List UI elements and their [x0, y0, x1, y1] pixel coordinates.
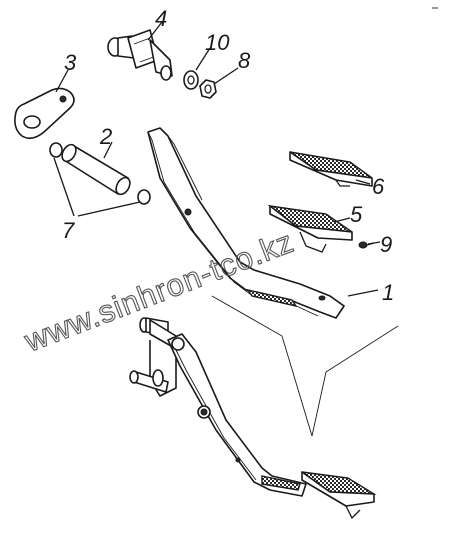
- callout-7: 7: [62, 218, 75, 243]
- callout-3: 3: [64, 50, 77, 75]
- part-10-washer: [183, 70, 199, 90]
- part-4-pin: [107, 29, 173, 81]
- part-7-bushings: [49, 142, 151, 217]
- leader-lines: [55, 21, 381, 297]
- part-6-pedal-pad: [289, 151, 373, 187]
- callout-9: 9: [380, 232, 392, 257]
- part-5-pedal-pad: [267, 204, 353, 253]
- part-2-shaft: [61, 143, 131, 196]
- callout-1: 1: [382, 280, 394, 305]
- callout-labels: 4 10 8 3 2 7 6 5 9 1: [62, 6, 394, 305]
- part-3-plate: [14, 87, 75, 140]
- callout-5: 5: [350, 202, 363, 227]
- part-8-nut: [199, 79, 217, 99]
- assembly-guide-lines: [211, 295, 399, 437]
- callout-10: 10: [205, 30, 230, 55]
- callout-4: 4: [155, 6, 167, 31]
- part-1-pedal-lever: [147, 127, 345, 319]
- assembled-pedal: [129, 317, 377, 520]
- callout-8: 8: [238, 48, 251, 73]
- callout-6: 6: [372, 174, 385, 199]
- callout-2: 2: [99, 124, 112, 149]
